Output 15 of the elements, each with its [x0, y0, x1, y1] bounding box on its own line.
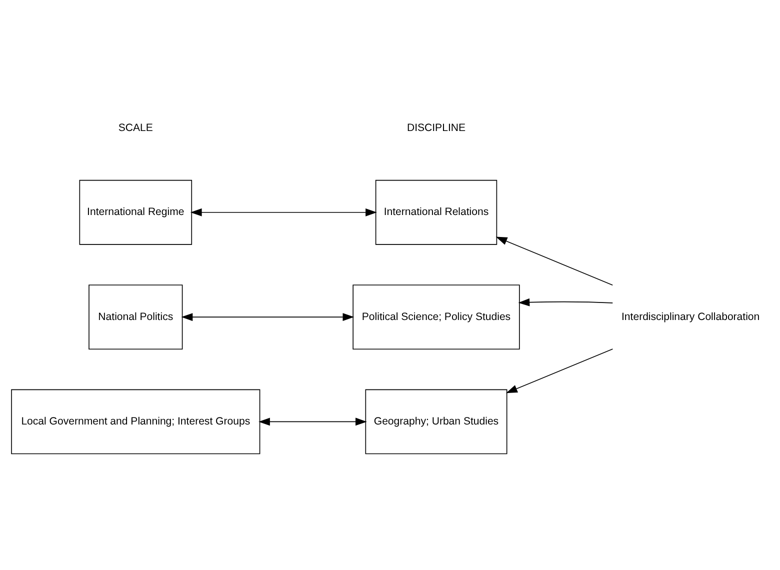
arrow	[181, 313, 354, 322]
label: DISCIPLINE	[406, 122, 466, 134]
node-box: National Politics	[88, 284, 183, 350]
node-box: Political Science; Policy Studies	[352, 284, 520, 350]
node-box: Local Government and Planning; Interest Groups	[11, 389, 260, 454]
node-text: Interdisciplinary Collaboration	[622, 310, 760, 323]
node-box: International Regime	[79, 180, 192, 245]
arrow	[190, 208, 377, 216]
arrow	[518, 298, 614, 306]
arrow	[496, 236, 613, 286]
label: SCALE	[118, 122, 153, 134]
node-box: International Relations	[375, 180, 498, 245]
node-box: Geography; Urban Studies	[365, 389, 508, 454]
arrow	[258, 418, 367, 426]
arrow	[506, 348, 614, 394]
